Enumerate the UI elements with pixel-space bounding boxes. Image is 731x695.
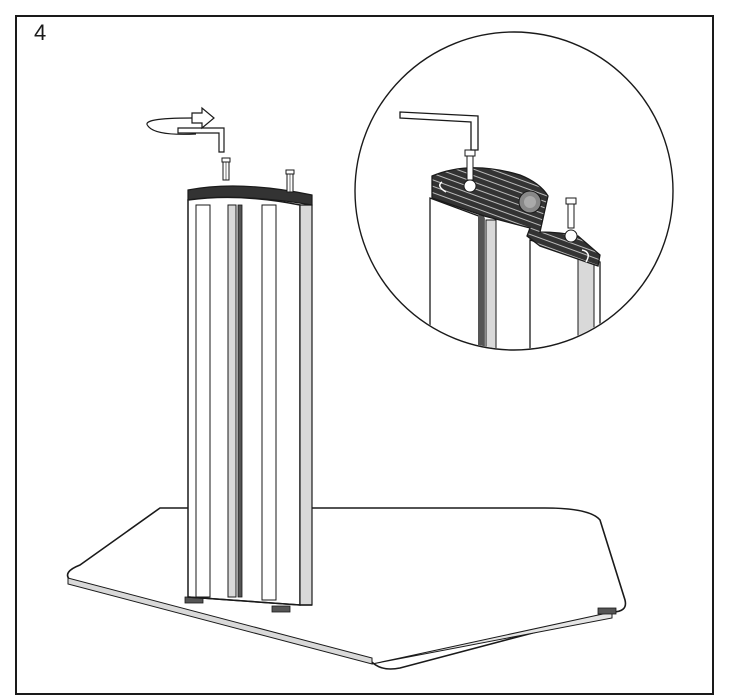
base-plate [66,507,627,670]
rotate-arrow-icon [146,106,215,135]
step-number: 4 [34,20,47,45]
detail-magnifier [354,31,674,351]
screw-icon [221,157,231,181]
column [187,185,313,606]
screw-icon [285,169,295,193]
allen-key-icon [177,127,225,153]
